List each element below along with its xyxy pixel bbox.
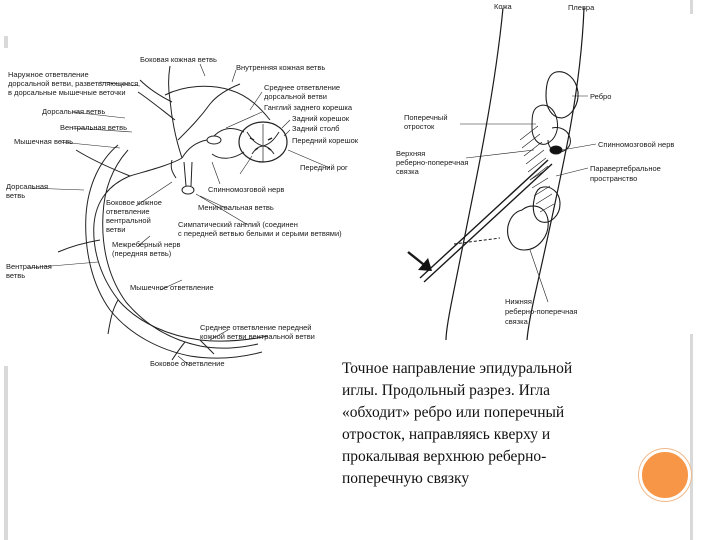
label-upper-ligament-line3: связка [396, 167, 420, 176]
label-middle-branch-line1: Среднее ответвление [264, 83, 340, 92]
needle-shaft [419, 159, 553, 283]
label-sympathetic-ganglion-line1: Симпатический ганглий (соединен [178, 220, 298, 229]
label-internal-cutaneous-branch: Внутренняя кожная ветвь [236, 63, 325, 72]
label-upper-ligament-line1: Верхняя [396, 149, 425, 158]
label-ventral-branch-side-line2: ветвь [6, 271, 25, 280]
label-lower-ligament-line1: Нижняя [505, 297, 532, 306]
label-lateral-offshoot: Боковое ответвление [150, 359, 225, 368]
right-accent-bar-top [690, 0, 693, 14]
ligament-hatching-upper [519, 125, 549, 181]
label-intercostal-nerve-line2: (передняя ветвь) [112, 249, 172, 258]
label-paravertebral-line2: пространство [590, 174, 637, 183]
label-ventral-horn: Передний рог [300, 163, 348, 172]
muscular-branch-lines [57, 149, 215, 361]
figure-caption: Точное направление эпидуральной иглы. Пр… [342, 360, 573, 487]
spinal-nerve-blob [549, 145, 563, 155]
label-dorsal-branch: Дорсальная ветвь [42, 107, 105, 116]
label-paravertebral-line1: Паравертебральное [590, 164, 661, 173]
label-meningeal-branch: Менингеальная ветвь [198, 203, 274, 212]
label-skin: Кожа [494, 2, 512, 11]
label-middle-offshoot-line2: кожной ветви вентральной ветви [200, 332, 315, 341]
label-lateral-cutaneous-ventral-line4: ветви [106, 225, 125, 234]
label-external-branch-line2: дорсальной ветви, разветвляющееся [8, 79, 138, 88]
right-accent-bar-bottom [690, 334, 693, 540]
label-external-branch-line3: в дорсальные мышечные веточки [8, 88, 126, 97]
label-spinal-nerve-right: Спинномозговой нерв [598, 140, 674, 149]
body-wall-outline [85, 85, 271, 359]
label-pleura: Плевра [568, 3, 595, 12]
label-transverse-process-line2: отросток [404, 122, 435, 131]
label-lower-ligament-line2: реберно-поперечная [505, 307, 577, 316]
left-accent-bar-top [4, 36, 8, 48]
label-dorsal-root-ganglion: Ганглий заднего корешка [264, 103, 353, 112]
rib-shape [545, 71, 579, 119]
needle-redirect-line [453, 237, 501, 245]
left-accent-bar-bottom [4, 366, 8, 540]
label-middle-branch-line2: дорсальной ветви [264, 92, 327, 101]
nerve-roots-drawing [181, 128, 245, 159]
label-intercostal-nerve-line1: Межреберный нерв [112, 240, 181, 249]
orange-circle-decoration [639, 449, 691, 501]
right-leader-lines [460, 95, 597, 303]
label-dorsal-root: Задний корешок [292, 114, 350, 123]
intercostal-nerve-line [93, 157, 269, 342]
label-ventral-root: Передний корешок [292, 136, 359, 145]
label-muscular-offshoot: Мышечное ответвление [130, 283, 214, 292]
label-middle-offshoot-line1: Среднее ответвление передней [200, 323, 311, 332]
label-upper-ligament-line2: реберно-поперечная [396, 158, 468, 167]
ligament-hatching-lower [529, 169, 555, 213]
leader-lines [27, 63, 331, 367]
spinal-cord-drawing [238, 121, 288, 163]
label-lateral-cutaneous-branch: Боковая кожная ветвь [140, 55, 217, 64]
dorsal-branch-lines [137, 65, 241, 159]
label-ventral-branch-side-line1: Вентральная [6, 262, 52, 271]
label-lateral-cutaneous-ventral-line2: ответвление [106, 207, 150, 216]
label-sympathetic-ganglion-line2: с передней ветвью белыми и серыми ветвям… [178, 229, 342, 238]
skin-line [445, 7, 504, 341]
label-spinal-nerve: Спинномозговой нерв [208, 185, 284, 194]
pleura-line [526, 7, 585, 341]
label-muscular-branch: Мышечная ветвь [14, 137, 73, 146]
label-lower-ligament-line3: связка [505, 317, 529, 326]
needle-direction-arrowhead [418, 258, 432, 271]
label-dorsal-horn: Задний столб [292, 124, 339, 133]
label-ventral-branch: Вентральная ветвь [60, 123, 127, 132]
spinal-nerve-labels: Боковая кожная ветвь Внутренняя кожная в… [6, 55, 359, 368]
label-dorsal-branch-side-line2: ветвь [6, 191, 25, 200]
label-dorsal-branch-side-line1: Дорсальная [6, 182, 48, 191]
label-lateral-cutaneous-ventral-line1: Боковое кожное [106, 198, 162, 207]
needle-approach-labels: Кожа Плевра Ребро Поперечный отросток Сп… [396, 2, 674, 326]
spinal-nerve-diagram [27, 63, 331, 367]
label-transverse-process-line1: Поперечный [404, 113, 448, 122]
label-lateral-cutaneous-ventral-line3: вентральной [106, 216, 151, 225]
label-rib: Ребро [590, 92, 611, 101]
label-external-branch-line1: Наружное ответвление [8, 70, 89, 79]
needle-approach-diagram [407, 7, 597, 341]
sympathetic-ganglion-drawing [170, 159, 195, 195]
